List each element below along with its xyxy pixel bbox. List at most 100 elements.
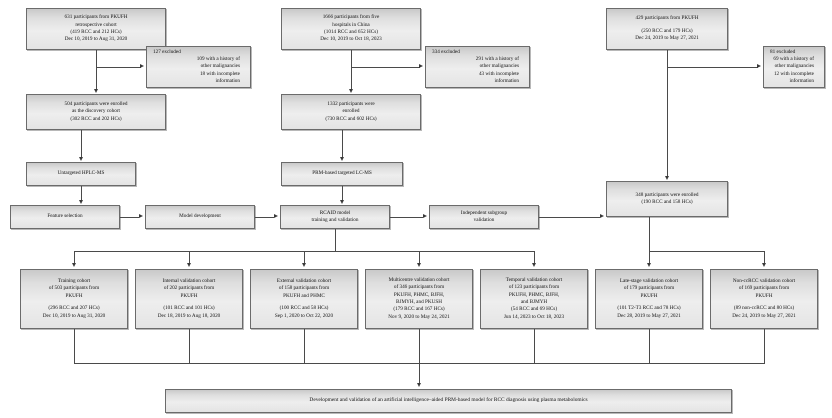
source-discovery-lines: 631 participants from PKUFH retrospectiv…: [30, 14, 162, 44]
text-line: 334 excluded: [432, 48, 460, 55]
connector-subgroup-source-vertical: [667, 50, 668, 176]
enrolled-subgroup-lines: 348 participants were enrolled (190 RCC …: [610, 192, 724, 207]
text-line: PKUFH and PHMC: [283, 292, 325, 299]
connector-model-to-rcaid: [255, 217, 274, 218]
cohort-box-training-cohort: Training cohort of 503 participants from…: [20, 269, 128, 329]
connector-bus-drop-1: [74, 251, 75, 264]
cohort-box-late-stage-validation-cohort: Late-stage validation cohort of 179 part…: [595, 269, 703, 329]
text-line: Dec 24, 2019 to May 27, 2021: [635, 35, 699, 42]
text-line: 18 with incomplete: [199, 70, 240, 77]
text-line: (101 RCC and 101 HCs): [163, 305, 215, 312]
connector-subgroup-exclusion-horizontal: [667, 67, 758, 68]
text-line: Model development: [179, 213, 221, 220]
arrow-prm-down: [348, 89, 353, 93]
text-line: (730 RCC and 602 HCs): [325, 115, 377, 122]
text-line: (101 T2-T3 RCC and 78 HCs): [617, 305, 681, 312]
source-box-prm: 1666 participants from five hospitals in…: [281, 8, 421, 50]
method-box-prm-targeted-lc-ms: PRM-based targeted LC-MS: [281, 162, 403, 186]
text-line: Feature selection: [47, 213, 83, 220]
text-line: other malignancies: [200, 63, 240, 70]
connector-merge-riser-5: [534, 329, 535, 363]
text-line: Jun 14, 2023 to Oct 18, 2023: [503, 313, 565, 320]
pipeline-box-rcaid-model: RCAID model training and validation: [280, 205, 390, 229]
arrow-bus-drop-1: [71, 263, 76, 267]
text-line: and BJMYH: [520, 299, 548, 305]
text-line: Nov 9, 2020 to May 24, 2021: [388, 313, 450, 320]
text-line: (250 RCC and 179 HCs): [641, 27, 693, 34]
text-line: Dec 10, 2019 to Aug 31, 2020: [42, 312, 106, 319]
text-line: (419 RCC and 212 HCs): [70, 29, 122, 35]
text-line: as the discovery cohort: [72, 108, 120, 115]
connector-prm-exclusion-horizontal: [351, 67, 420, 68]
connector-enrolled-subgroup-bus-horizontal: [649, 251, 764, 252]
arrow-feature-to-model: [139, 214, 143, 219]
text-line: of 503 participants from: [48, 285, 100, 292]
connector-merge-to-conclusion: [419, 363, 420, 384]
connector-prm-vertical: [351, 50, 352, 90]
text-line: validation: [473, 217, 495, 223]
text-line: training and validation: [311, 217, 359, 223]
connector-discovery-exclusion-horizontal: [96, 67, 141, 68]
text-line: Dec 10, 2019 to Aug 31, 2020: [64, 36, 128, 43]
text-line: (302 RCC and 202 HCs): [70, 115, 122, 122]
text-line: 504 participants were enrolled: [64, 100, 128, 107]
connector-prm-to-lcms: [342, 130, 343, 158]
text-line: of 346 participants from: [393, 284, 445, 291]
text-line: Dec 18, 2019 to Aug 18, 2020: [157, 312, 221, 319]
text-line: retrospective cohort: [75, 21, 117, 28]
source-prm-lines: 1666 participants from five hospitals in…: [285, 14, 417, 44]
text-line: of 179 participants from: [623, 285, 675, 292]
connector-merge-riser-3: [304, 329, 305, 363]
text-line: 1332 participants were: [327, 100, 375, 107]
enrolled-box-subgroup: 348 participants were enrolled (190 RCC …: [606, 181, 728, 217]
enrolled-box-discovery: 504 participants were enrolled as the di…: [26, 94, 166, 130]
arrow-bus-drop-2: [186, 263, 191, 267]
text-line: 429 participants from PKUFH: [635, 15, 699, 22]
text-line: PKUFH: [640, 292, 658, 299]
arrow-bus-drop-6: [646, 263, 651, 267]
cohort-box-temporal-validation-cohort: Temporal validation cohort of 123 partic…: [480, 269, 588, 329]
exclusion-subgroup-lines: 81 excluded 69 with a history of other m…: [770, 49, 821, 86]
text-line: RCAID model: [319, 209, 351, 216]
text-line: information: [494, 78, 520, 85]
arrow-bus-drop-3: [301, 263, 306, 267]
text-line: Multicentre validation cohort: [388, 276, 450, 283]
enrolled-prm-lines: 1332 participants were enrolled (730 RCC…: [285, 101, 417, 123]
arrow-subgroup-to-enrolled: [600, 214, 604, 219]
text-line: PKUFH: [65, 292, 83, 299]
connector-bus-drop-6: [649, 251, 650, 264]
text-line: 291 with a history of: [475, 55, 519, 62]
arrow-model-to-rcaid: [274, 214, 278, 219]
text-line: (179 RCC and 167 HCs): [393, 306, 445, 313]
connector-bus-drop-2: [189, 251, 190, 264]
connector-rcaid-to-subgroup: [390, 217, 423, 218]
text-line: hospitals in China: [332, 21, 370, 28]
pipeline-box-independent-subgroup-validation: Independent subgroup validation: [429, 205, 539, 229]
exclusion-box-subgroup: 81 excluded 69 with a history of other m…: [763, 46, 825, 88]
cohort-box-internal-validation-cohort: Internal validation cohort of 202 partic…: [135, 269, 243, 329]
text-line: Temporal validation cohort: [505, 276, 563, 283]
connector-rcaid-bus-stem: [335, 229, 336, 251]
text-line: information: [215, 78, 241, 85]
text-line: 81 excluded: [770, 48, 796, 55]
connector-subgroup-to-enrolled: [539, 217, 600, 218]
arrow-discovery-down: [93, 89, 98, 93]
text-line: Independent subgroup: [460, 209, 508, 216]
arrow-prm-to-lcms: [339, 157, 344, 161]
connector-bus-drop-3: [304, 251, 305, 264]
arrow-subgroup-exclusion-right: [757, 64, 761, 69]
text-line: of 169 participants from: [738, 285, 790, 292]
text-line: Development and validation of an artific…: [309, 397, 588, 404]
text-line: (100 RCC and 58 HCs): [279, 305, 329, 312]
text-line: (54 RCC and 69 HCs): [510, 306, 558, 313]
exclusion-box-discovery: 127 excluded 109 with a history of other…: [146, 46, 251, 88]
text-line: Untargeted HPLC-MS: [57, 170, 105, 177]
text-line: (1014 RCC and 652 HCs): [324, 29, 378, 35]
enrolled-box-prm: 1332 participants were enrolled (730 RCC…: [281, 94, 421, 130]
text-line: 631 participants from PKUFH: [64, 14, 128, 21]
pipeline-box-feature-selection: Feature selection: [10, 205, 120, 229]
arrow-lcms-to-rcaid: [339, 200, 344, 204]
text-line: PRM-based targeted LC-MS: [312, 170, 372, 177]
text-line: 12 with incomplete: [773, 70, 814, 77]
